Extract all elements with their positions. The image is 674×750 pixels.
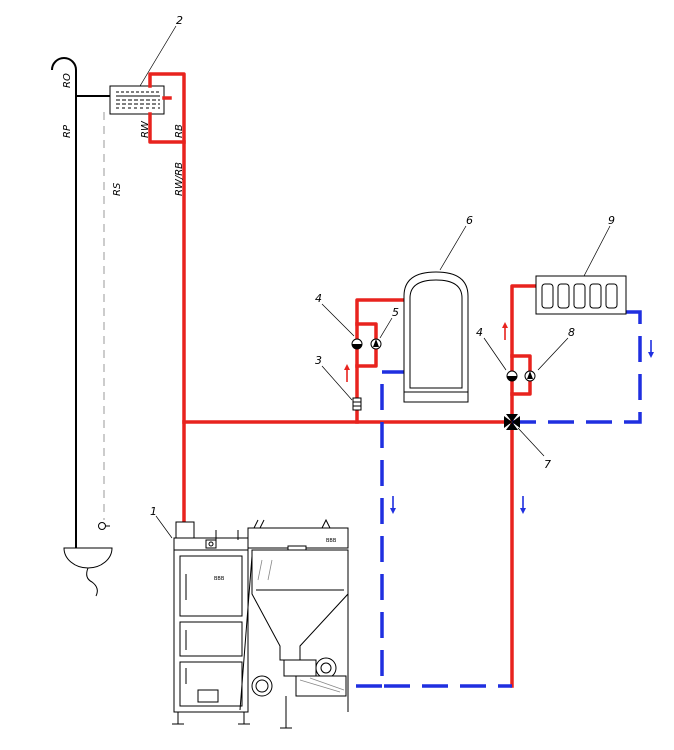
label-pump-right: 4 (476, 326, 483, 339)
pellet-feeder: BBB (239, 518, 349, 729)
pipe-labels: RO RP RS RW RB RW/RB (62, 73, 185, 196)
return-pipes (350, 310, 642, 688)
pump-left (351, 338, 363, 350)
pipe-label-rw: RW (140, 120, 151, 138)
signal-line (98, 112, 110, 530)
pump-right (506, 370, 518, 382)
label-expansion-tank: 2 (176, 14, 183, 27)
label-pump-left: 4 (315, 292, 322, 305)
overflow-pipe (51, 57, 110, 548)
label-radiator: 9 (608, 214, 615, 227)
label-valve-right: 8 (568, 326, 575, 339)
label-storage-tank: 6 (466, 214, 473, 227)
pipe-label-ro: RO (62, 73, 73, 88)
pipe-label-rp: RP (62, 124, 73, 138)
boiler-nameplate: BBB (214, 576, 225, 582)
expansion-tank (109, 85, 165, 115)
pipe-label-rb: RB (174, 124, 185, 138)
label-valve-left: 5 (392, 306, 399, 319)
flow-arrows (344, 322, 654, 514)
filter (352, 397, 362, 411)
mixing-valve (504, 414, 520, 430)
radiator (535, 275, 627, 315)
supply-pipes (148, 72, 542, 688)
leader-lines (139, 25, 611, 539)
feeder-nameplate: BBB (326, 538, 337, 544)
valve-left (370, 338, 382, 350)
storage-tank (403, 271, 469, 403)
label-boiler: 1 (150, 505, 157, 518)
pipe-label-rw-rb: RW/RB (174, 162, 185, 196)
boiler: BBB (172, 521, 250, 725)
sink-funnel (63, 547, 113, 597)
part-numbers: 1 2 3 4 5 6 7 8 9 4 (150, 14, 615, 518)
label-filter: 3 (315, 354, 322, 367)
pipe-label-rs: RS (112, 182, 123, 196)
valve-right (524, 370, 536, 382)
label-mixing-valve: 7 (544, 458, 551, 471)
